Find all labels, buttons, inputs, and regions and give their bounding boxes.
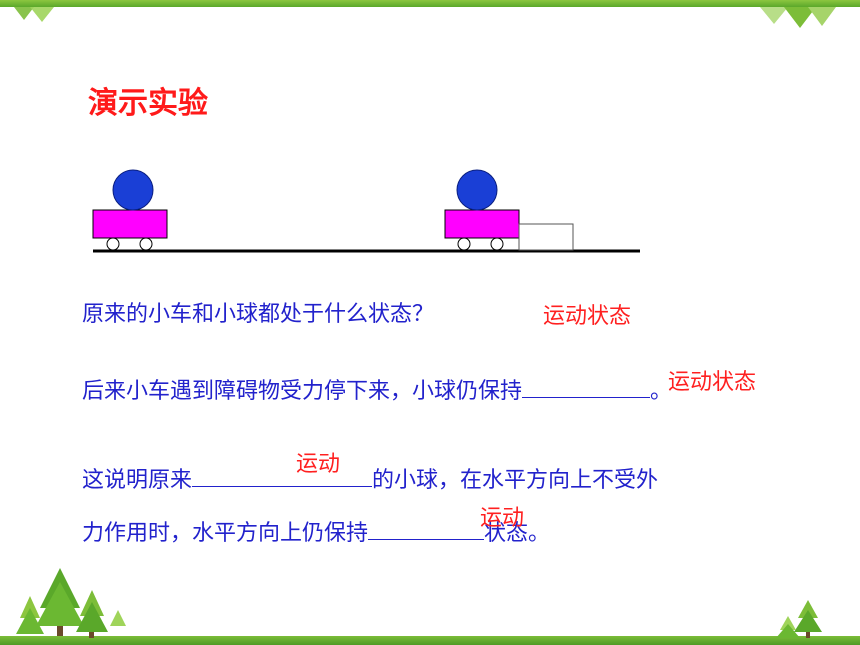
answer-2: 运动状态 (668, 370, 757, 395)
answer-3a: 运动 (296, 452, 341, 477)
top-border-bar (0, 0, 860, 7)
pine-trees-left-icon (16, 568, 126, 638)
question-3-line-2-before: 力作用时，水平方向上仍保持 (82, 521, 369, 546)
question-2-text-before: 后来小车遇到障碍物受力停下来，小球仍保持 (82, 379, 523, 404)
question-1-text: 原来的小车和小球都处于什么状态？ (82, 302, 435, 327)
question-1: 原来的小车和小球都处于什么状态？ (82, 296, 434, 328)
answer-3b: 运动 (480, 506, 525, 531)
question-2: 后来小车遇到障碍物受力停下来，小球仍保持 。 (82, 373, 672, 405)
ball-right (456, 169, 498, 211)
pine-trees-right-icon (776, 600, 822, 638)
question-3-line-1-after: 的小球，在水平方向上不受外 (372, 468, 659, 493)
cart-right (444, 209, 520, 251)
obstacle-block (518, 223, 574, 251)
question-3-line-2-after: 状态。 (484, 521, 551, 546)
bottom-border-bar (0, 636, 860, 645)
question-2-text-after: 。 (650, 379, 673, 404)
top-triangle-decoration (14, 7, 836, 28)
answer-1: 运动状态 (543, 304, 632, 329)
experiment-scene (92, 169, 640, 253)
question-2-blank (522, 375, 651, 398)
question-3-blank-2 (368, 517, 485, 540)
question-3-blank-1 (192, 464, 373, 487)
cart-left (92, 209, 168, 251)
question-3-line-2: 力作用时，水平方向上仍保持 状态。 (82, 515, 550, 547)
slide-title: 演示实验 (88, 86, 208, 121)
ball-left (112, 169, 154, 211)
question-3-line-1: 这说明原来 的小球，在水平方向上不受外 (82, 462, 658, 494)
question-3-line-1-before: 这说明原来 (82, 468, 193, 493)
